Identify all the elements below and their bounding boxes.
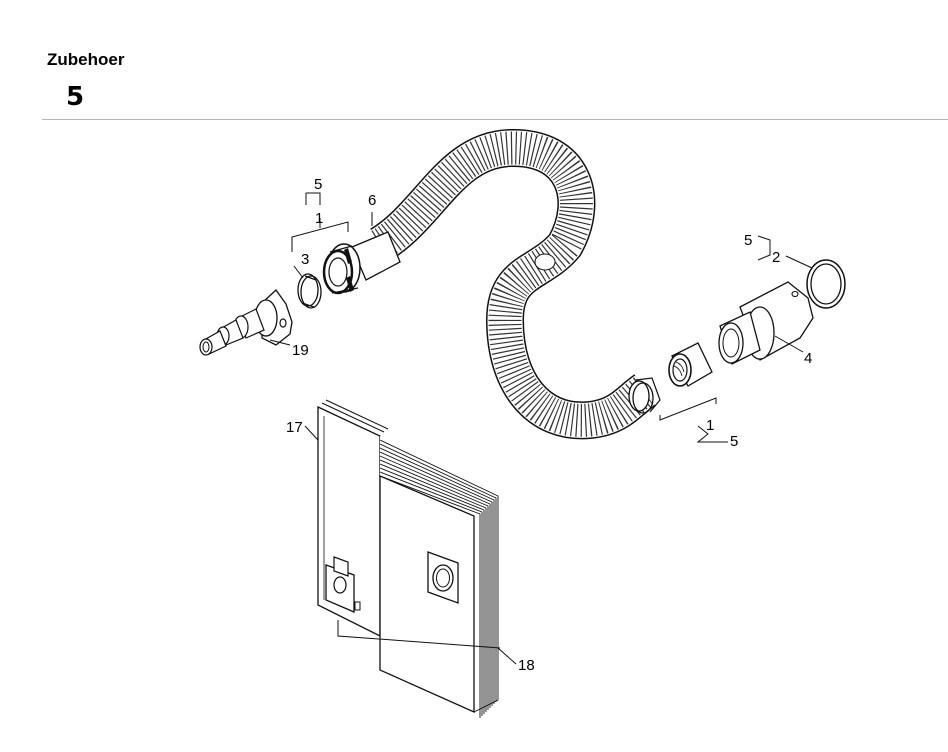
part-17-filter-bag: [317, 399, 389, 638]
label-4: 4: [804, 350, 812, 367]
part-1-hose-connector: [628, 342, 713, 414]
part-6-coupling: [322, 243, 361, 295]
part-18-filter-bag-stack: [379, 436, 499, 718]
part-2-ring: [806, 259, 846, 309]
label-1-bottom: 1: [706, 417, 714, 434]
page-title: Zubehoer: [47, 50, 125, 69]
label-17: 17: [286, 419, 303, 436]
part-4-adapter-sleeve: [718, 281, 814, 365]
header-divider: [42, 119, 948, 120]
part-19-stepped-adapter: [199, 289, 293, 356]
label-1-upper-left: 1: [315, 210, 323, 227]
label-19: 19: [292, 342, 309, 359]
section-number: 5: [66, 82, 85, 112]
label-5-bottom: 5: [730, 433, 738, 450]
suction-hose: [351, 129, 657, 440]
label-3: 3: [301, 251, 309, 268]
label-5-upper-left: 5: [314, 176, 322, 193]
leader-lines: [269, 192, 813, 665]
part-3-clip-ring: [297, 273, 322, 309]
label-5-right: 5: [744, 232, 752, 249]
label-18: 18: [518, 657, 535, 674]
part-labels: 5 1 6 3 19 5 2 4 1 5 17 18: [286, 176, 812, 674]
label-2: 2: [772, 249, 780, 266]
label-6: 6: [368, 192, 376, 209]
